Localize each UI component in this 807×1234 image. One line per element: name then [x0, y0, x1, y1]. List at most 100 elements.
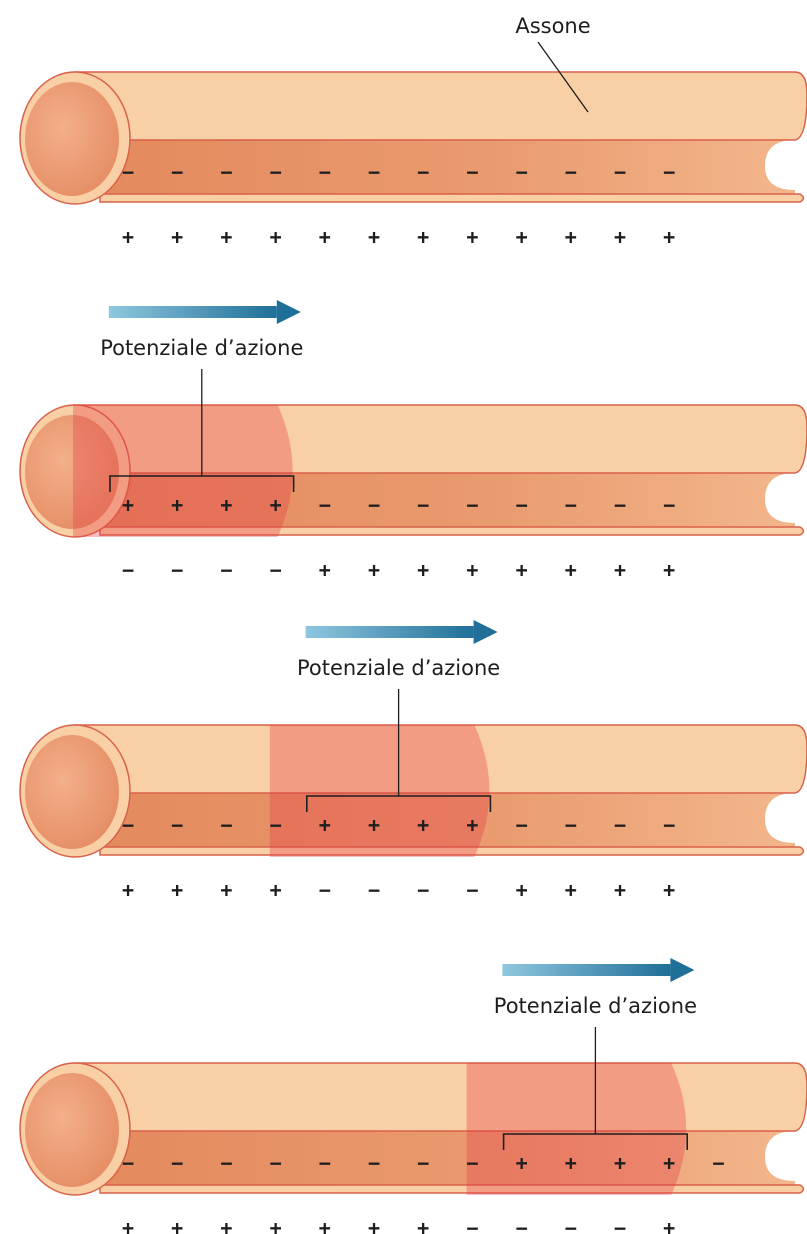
outside-charge: + — [319, 1216, 331, 1234]
inside-charge: − — [220, 160, 232, 184]
outside-charge: + — [516, 225, 528, 249]
inside-charge: + — [122, 493, 134, 517]
inside-charge: − — [220, 1151, 232, 1175]
outside-charge: + — [565, 225, 577, 249]
outside-charge: − — [565, 1216, 577, 1234]
inside-charge: + — [663, 1151, 675, 1175]
outside-charge: − — [220, 558, 232, 582]
outside-charge: + — [565, 558, 577, 582]
outside-charge: − — [122, 558, 134, 582]
outside-charge: + — [122, 225, 134, 249]
outside-charge: + — [270, 1216, 282, 1234]
propagation-arrow — [109, 306, 277, 318]
outside-charge: + — [466, 225, 478, 249]
inside-charge: − — [171, 1151, 183, 1175]
inside-charge: + — [319, 813, 331, 837]
outside-charge: + — [417, 1216, 429, 1234]
inside-charge: − — [565, 160, 577, 184]
inside-charge: − — [417, 160, 429, 184]
inside-charge: + — [417, 813, 429, 837]
outside-charge: − — [270, 558, 282, 582]
outside-charge: + — [171, 878, 183, 902]
inside-charge: − — [663, 493, 675, 517]
inside-charge: − — [614, 493, 626, 517]
inside-charge: − — [368, 493, 380, 517]
inside-charge: − — [663, 813, 675, 837]
inside-charge: − — [417, 493, 429, 517]
axon-panel-4: Potenziale d’azione−−−−−−−−++++−+++++++−… — [20, 958, 807, 1234]
inside-charge: + — [368, 813, 380, 837]
outside-charge: + — [122, 878, 134, 902]
outside-charge: + — [319, 225, 331, 249]
axon-lower-lip — [100, 1185, 804, 1193]
outside-charge: − — [614, 1216, 626, 1234]
inside-charge: + — [516, 1151, 528, 1175]
inside-charge: + — [466, 813, 478, 837]
outside-charge: + — [466, 558, 478, 582]
outside-charge: + — [270, 878, 282, 902]
inside-charge: + — [171, 493, 183, 517]
outside-charge: + — [220, 878, 232, 902]
outside-charge: + — [663, 225, 675, 249]
inside-charge: − — [171, 813, 183, 837]
inside-charge: − — [565, 813, 577, 837]
outside-charge: − — [466, 1216, 478, 1234]
outside-charge: + — [220, 1216, 232, 1234]
outside-charge: − — [368, 878, 380, 902]
action-potential-label: Potenziale d’azione — [297, 656, 500, 680]
depolarized-region — [73, 405, 293, 537]
inside-charge: − — [614, 813, 626, 837]
inside-charge: − — [270, 1151, 282, 1175]
inside-charge: − — [122, 160, 134, 184]
inside-charge: + — [565, 1151, 577, 1175]
panels-layer: − − − − − − − − − − − − + + + + + + + + + + + + Potenziale d’azi… — [20, 14, 807, 1234]
outside-charge: + — [614, 225, 626, 249]
outside-charge: + — [663, 558, 675, 582]
inside-charge: − — [122, 1151, 134, 1175]
inside-charge: − — [565, 493, 577, 517]
axon-upper-surface — [75, 72, 807, 140]
outside-charge: + — [663, 1216, 675, 1234]
inside-charge: − — [270, 813, 282, 837]
inside-charge: − — [466, 160, 478, 184]
outside-charge: + — [417, 558, 429, 582]
outside-charge: + — [122, 1216, 134, 1234]
inside-charge: − — [270, 160, 282, 184]
outside-charge: + — [319, 558, 331, 582]
outside-charge: + — [171, 1216, 183, 1234]
outside-charge: + — [614, 558, 626, 582]
inside-charge: − — [466, 493, 478, 517]
depolarized-region — [270, 725, 490, 857]
outside-charge: − — [171, 558, 183, 582]
inside-charge: − — [368, 160, 380, 184]
outside-charge: + — [516, 878, 528, 902]
axon-cut-end-core — [25, 82, 119, 196]
inside-charge: + — [220, 493, 232, 517]
axon-label: Assone — [515, 14, 590, 38]
outside-charge: + — [220, 225, 232, 249]
outside-charge: + — [171, 225, 183, 249]
axon-panel-1: −−−−−−−−−−−−++++++++++++ — [20, 72, 807, 249]
propagation-arrowhead — [670, 958, 694, 982]
inside-charge: − — [319, 160, 331, 184]
axon-panel-3: Potenziale d’azione−−−−++++−−−−++++−−−−+… — [20, 620, 807, 902]
inside-charge: − — [220, 813, 232, 837]
inside-charge: − — [417, 1151, 429, 1175]
outside-charge: + — [565, 878, 577, 902]
inside-charge: − — [712, 1151, 724, 1175]
propagation-arrowhead — [474, 620, 498, 644]
outside-charge: + — [270, 225, 282, 249]
outside-charge: − — [466, 878, 478, 902]
axon-upper-surface — [75, 1063, 807, 1131]
outside-charge: + — [368, 558, 380, 582]
inside-charge: − — [516, 493, 528, 517]
outside-charge: + — [417, 225, 429, 249]
depolarized-region — [467, 1063, 687, 1195]
inside-charge: + — [614, 1151, 626, 1175]
action-potential-label: Potenziale d’azione — [100, 336, 303, 360]
inside-charge: − — [319, 1151, 331, 1175]
inside-charge: − — [171, 160, 183, 184]
axon-lower-lip — [100, 194, 804, 202]
